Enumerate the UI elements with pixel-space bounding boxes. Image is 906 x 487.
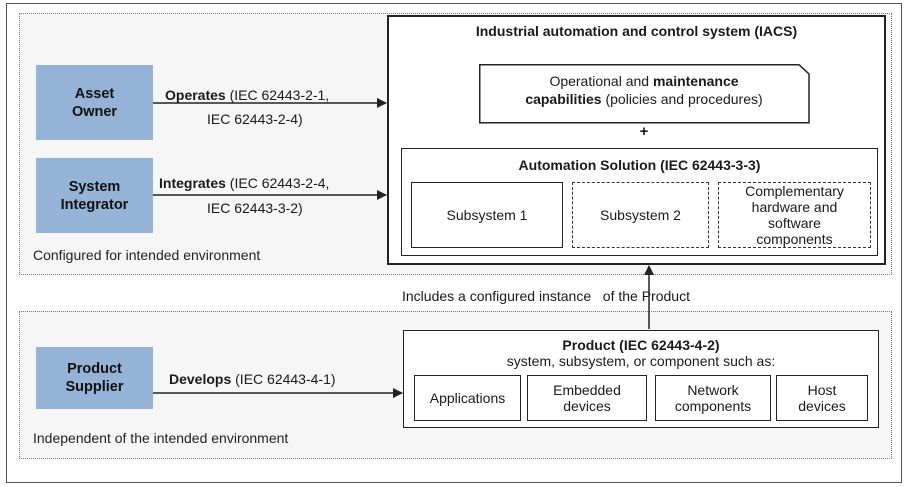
plus-sign: + <box>639 123 649 140</box>
network-components-item: Network components <box>655 375 771 421</box>
subsystem-1-box: Subsystem 1 <box>411 182 563 248</box>
applications-item: Applications <box>414 375 521 421</box>
configured-environment-caption: Configured for intended environment <box>33 247 261 263</box>
integrates-standards-1: (IEC 62443-2-4, <box>225 175 330 191</box>
develops-label: Develops (IEC 62443-4-1) <box>169 368 336 390</box>
operates-label: Operates (IEC 62443-2-1, <box>165 84 329 106</box>
ops-text-1: Operational and <box>549 73 653 89</box>
system-integrator-box: System Integrator <box>36 158 153 233</box>
embedded-devices-item: Embedded devices <box>527 375 647 421</box>
operational-capabilities-box <box>479 64 810 124</box>
configured-instance-label: Includes a configured instance of the Pr… <box>402 288 690 304</box>
ops-text-maintenance: maintenance <box>652 73 739 89</box>
integrates-standards-2: IEC 62443-3-2) <box>207 200 303 216</box>
subsystem-2-box: Subsystem 2 <box>572 182 709 248</box>
asset-owner-box: Asset Owner <box>36 65 153 140</box>
iacs-title: Industrial automation and control system… <box>475 23 798 39</box>
product-title: Product (IEC 62443-4-2) <box>562 337 720 353</box>
ops-text-2: (policies and procedures) <box>601 91 763 107</box>
operational-capabilities-text: Operational and maintenance capabilities… <box>479 72 809 108</box>
integrates-verb: Integrates <box>159 175 226 191</box>
develops-standards: (IEC 62443-4-1) <box>231 371 336 387</box>
independent-environment-caption: Independent of the intended environment <box>33 430 289 446</box>
operates-standards-1: (IEC 62443-2-1, <box>225 87 330 103</box>
product-subtitle: system, subsystem, or component such as: <box>506 353 776 369</box>
operates-standards-2: IEC 62443-2-4) <box>207 111 303 127</box>
automation-solution-title: Automation Solution (IEC 62443-3-3) <box>518 157 761 173</box>
ops-text-capabilities: capabilities <box>525 91 602 107</box>
host-devices-item: Host devices <box>776 375 868 421</box>
product-supplier-box: Product Supplier <box>36 347 153 409</box>
integrates-label: Integrates (IEC 62443-2-4, <box>159 172 329 194</box>
complementary-components-box: Complementary hardware and software comp… <box>718 182 871 248</box>
operates-verb: Operates <box>165 87 226 103</box>
diagram-frame <box>6 3 902 483</box>
develops-verb: Develops <box>169 371 232 387</box>
